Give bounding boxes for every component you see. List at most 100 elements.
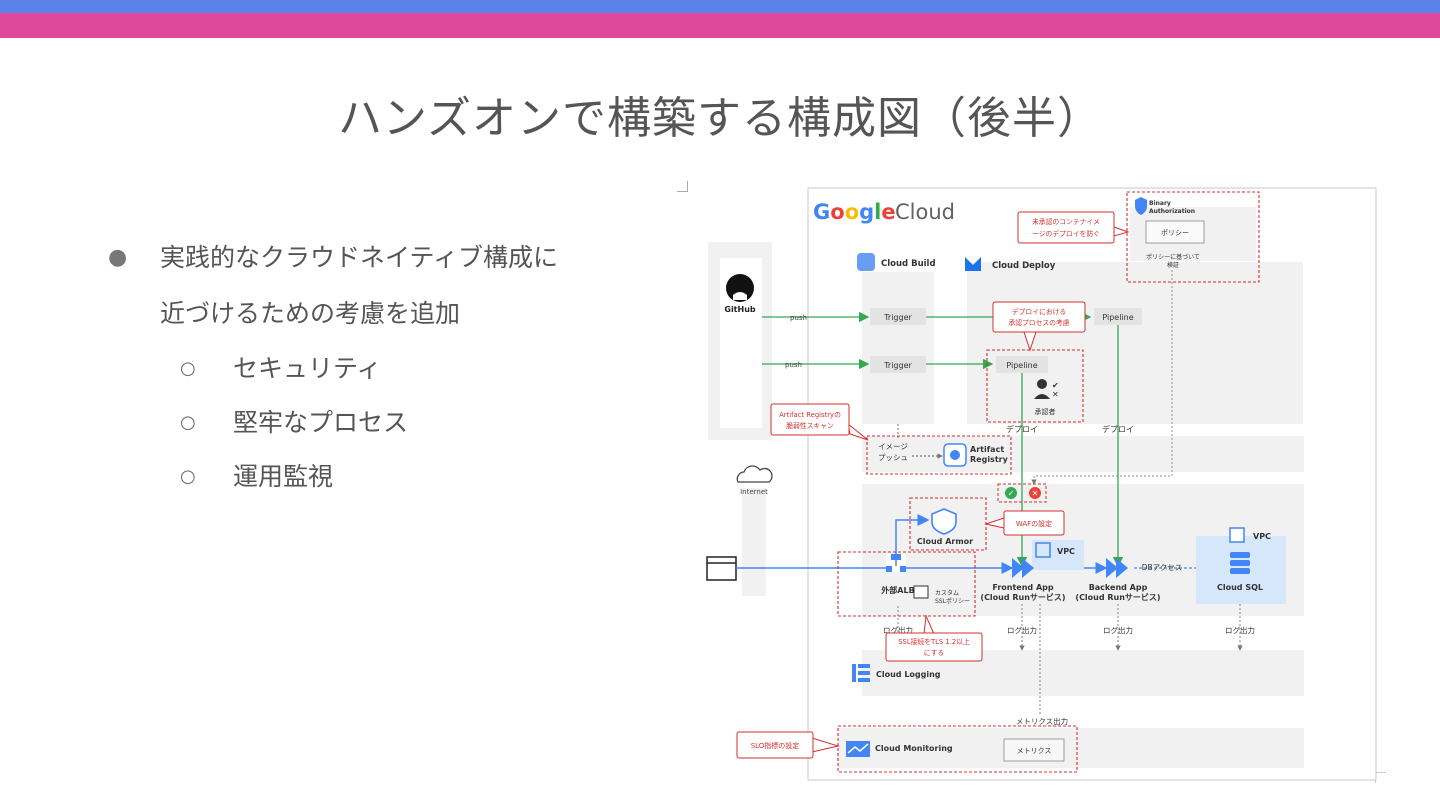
diagram-label: カスタム (935, 589, 959, 597)
diagram-label: にする (924, 649, 944, 657)
svg-text:✓: ✓ (1008, 489, 1015, 498)
diagram-label: VPC (1253, 532, 1271, 541)
diagram-label: 外部ALB (881, 585, 914, 595)
pipeline-box-mid (996, 356, 1048, 373)
deploy-panel (967, 262, 1303, 424)
approver-label: 承認者 (1035, 407, 1056, 416)
ssl-policy-icon (913, 585, 929, 599)
cloud-deploy-label: Cloud Deploy (992, 261, 1056, 271)
diagram-label: Pipeline (1102, 313, 1133, 322)
diagram-label: イメージ (878, 442, 908, 451)
sub-bullet-item: ○ 運用監視 (108, 450, 668, 504)
bullet-text: 実践的なクラウドネイティブ構成に (160, 243, 559, 272)
binary-auth-icon (1135, 197, 1147, 215)
diagram-label: (Cloud Runサービス) (1075, 592, 1160, 602)
diagram-label: Authorization (1149, 208, 1195, 215)
cloud-build-icon (857, 253, 875, 271)
deploy-label: デプロイ (1006, 424, 1038, 434)
push-label: push (785, 361, 802, 369)
cloud-sql-icon (1230, 552, 1250, 558)
sub-bullet-text: 堅牢なプロセス (233, 408, 409, 437)
diagram-label: SLO指標の設定 (751, 741, 800, 750)
bullet-circle-icon: ○ (180, 358, 196, 379)
diagram-label: (Cloud Runサービス) (980, 592, 1065, 602)
cloud-logo-text: Cloud (895, 200, 955, 224)
svg-text:✕: ✕ (1032, 489, 1039, 498)
browser-icon (706, 556, 737, 581)
monitoring-panel (838, 728, 1304, 768)
diagram-label: SSL接続をTLS 1.2以上 (898, 637, 970, 646)
trigger-box-2 (870, 356, 926, 373)
bullet-dot-icon: ● (108, 245, 128, 270)
artifact-panel (862, 436, 1304, 472)
svg-text:✔: ✔ (1052, 381, 1059, 390)
callout-unapproved: 未承認のコンテナイメ ージのデプロイを防ぐ (1017, 211, 1130, 244)
diagram-label: Registry (970, 455, 1009, 464)
callout-ssl: SSL接続をTLS 1.2以上 にする (885, 614, 983, 662)
diagram-label: Cloud Armor (917, 537, 973, 546)
bullet-list: ● 実践的なクラウドネイティブ構成に 近づけるための考慮を追加 ○ セキュリティ… (108, 230, 668, 504)
sub-bullet-text: セキュリティ (233, 354, 382, 383)
check-icon (1005, 487, 1017, 499)
sub-bullet-text: 運用監視 (233, 462, 334, 491)
cloud-armor-icon (931, 508, 957, 535)
pipeline-box-top (1094, 308, 1142, 325)
diagram-label: SSLポリシー (935, 597, 970, 605)
deploy-label: デプロイ (1102, 424, 1134, 434)
diagram-label: Trigger (883, 313, 912, 322)
diagram-label: Artifact (970, 445, 1004, 454)
diagram-label: Binary (1149, 200, 1171, 207)
diagram-label: Pipeline (1006, 361, 1037, 370)
diagram-label: VPC (1057, 547, 1075, 556)
diagram-label: Cloud SQL (1217, 583, 1263, 592)
internet-label: Internet (740, 488, 768, 496)
callout-slo: SLO指標の設定 (736, 731, 840, 759)
diagram-label: Trigger (883, 361, 912, 370)
diagram-label: プッシュ (878, 453, 908, 462)
sub-bullet-item: ○ 堅牢なプロセス (108, 396, 668, 450)
metrics-box (1003, 738, 1065, 762)
approval-status (997, 483, 1047, 503)
cross-icon (1029, 487, 1041, 499)
bullet-circle-icon: ○ (180, 412, 196, 433)
diagram-label: ログ出力 (1225, 625, 1255, 635)
callout-waf: WAFの設定 (984, 510, 1065, 536)
svg-text:✕: ✕ (1052, 390, 1059, 399)
diagram-label: Frontend App (992, 583, 1053, 592)
diagram-label: メトリクス出力 (1016, 716, 1068, 726)
approver-icon (1037, 379, 1047, 389)
diagram-label: WAFの設定 (1016, 519, 1052, 528)
diagram-label: ログ出力 (1103, 625, 1133, 635)
bullet-item: ● 実践的なクラウドネイティブ構成に 近づけるための考慮を追加 (108, 230, 668, 342)
frontend-cloud-run-icon (1012, 558, 1034, 578)
cloud-build-label: Cloud Build (881, 259, 936, 269)
trigger-box-1 (870, 308, 926, 325)
header-bar-blue (0, 0, 1440, 13)
diagram-label: ログ出力 (1007, 625, 1037, 635)
crop-mark (677, 181, 688, 192)
callout-approval: デプロイにおける 承認プロセスの考慮 (992, 301, 1086, 352)
diagram-label: デプロイにおける (1012, 307, 1066, 316)
diagram-label: Cloud Monitoring (875, 744, 953, 753)
cloud-deploy-icon (965, 257, 981, 271)
bullet-text-continuation: 近づけるための考慮を追加 (160, 299, 461, 328)
callout-artifact-scan: Artifact Registryの 脆弱性スキャン (770, 403, 869, 441)
sub-bullet-item: ○ セキュリティ (108, 342, 668, 396)
cloud-icon (736, 465, 773, 483)
header-bar-pink (0, 13, 1440, 38)
diagram-label: ポリシー (1161, 229, 1189, 237)
google-logo-text: Google (813, 200, 896, 224)
diagram-label: ポリシーに基づいて (1146, 253, 1200, 261)
bullet-circle-icon: ○ (180, 466, 196, 487)
diagram-label: Backend App (1089, 583, 1148, 592)
diagram-label: 承認プロセスの考慮 (1008, 318, 1069, 327)
internet-panel (742, 488, 766, 596)
diagram-label: 脆弱性スキャン (786, 421, 834, 430)
diagram-label: ログ出力 (883, 625, 913, 635)
diagram-label: ージのデプロイを防ぐ (1032, 229, 1100, 238)
diagram-label: 未承認のコンテナイメ (1032, 217, 1100, 226)
diagram-label: メトリクス (1017, 747, 1052, 755)
diagram-label: Cloud Logging (876, 670, 941, 679)
policy-box (1145, 220, 1205, 244)
